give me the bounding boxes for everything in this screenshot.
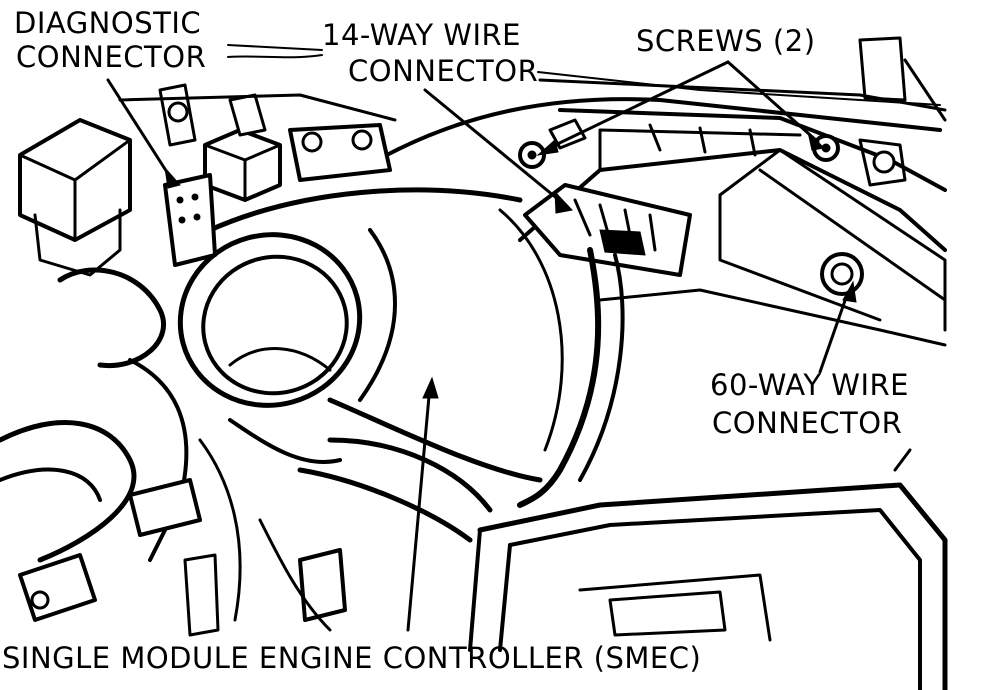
arrowheads — [164, 130, 857, 399]
smec-label: SINGLE MODULE ENGINE CONTROLLER (SMEC) — [2, 641, 702, 675]
sixty-way-leader — [818, 290, 850, 374]
engine-block — [118, 93, 397, 182]
arrowhead-diagnostic — [164, 166, 181, 189]
screw-left-leader — [543, 60, 730, 152]
fourteen-way-label-line1: 14-WAY WIRE — [322, 18, 521, 52]
air-intake-duct — [177, 187, 564, 483]
screws-label: SCREWS (2) — [636, 24, 816, 58]
arrowhead-smec — [422, 376, 439, 399]
arrowhead-screw-right — [807, 130, 826, 151]
diagnostic-connector-label-line2: CONNECTOR — [16, 40, 207, 74]
smec-leader — [406, 383, 432, 632]
small-connectors-left — [18, 478, 347, 637]
relay-left — [18, 118, 132, 277]
smec-housing — [468, 448, 948, 690]
screw-right — [812, 134, 907, 187]
fourteen-way-label-line2: CONNECTOR — [348, 54, 539, 88]
relay-center — [203, 93, 282, 202]
sixty-way-label-line2: CONNECTOR — [712, 406, 903, 440]
arrowhead-fourteen-way — [554, 190, 573, 214]
arrowhead-screw-left — [536, 139, 559, 156]
fourteen-way-connector — [517, 183, 692, 508]
sixty-way-label-line1: 60-WAY WIRE — [710, 368, 909, 402]
screw-right-leader — [726, 60, 820, 144]
sixty-way-connector-bolt — [820, 252, 864, 296]
diagnostic-to-14way-line-top — [227, 44, 323, 51]
leader-lines — [106, 44, 941, 632]
screw-left — [518, 118, 587, 169]
diagnostic-leader — [106, 78, 174, 182]
wiring-harness — [258, 437, 493, 632]
diagnostic-connector — [158, 83, 217, 267]
fourteen-way-leader — [423, 88, 567, 207]
arrowhead-sixty-way — [842, 280, 857, 303]
diagnostic-connector-label-line1: DIAGNOSTIC — [14, 6, 202, 40]
